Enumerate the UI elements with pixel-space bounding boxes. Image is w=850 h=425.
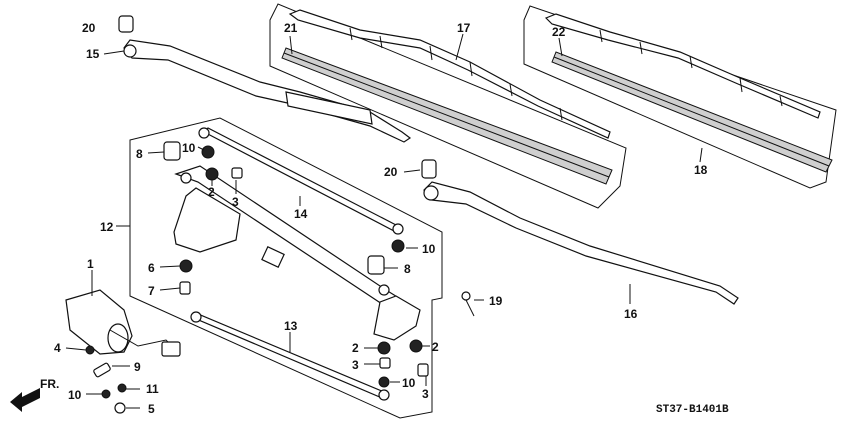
callout-2: 2	[432, 340, 439, 354]
wiper-blade-17	[288, 9, 611, 139]
callout-7: 7	[148, 284, 155, 298]
callout-20: 20	[82, 21, 96, 35]
collar-7	[179, 281, 191, 295]
callout-10: 10	[402, 376, 416, 390]
collar-3c	[417, 363, 429, 377]
callout-5: 5	[148, 402, 155, 416]
callout-labels: 20 15 21 17 22 18 10 8 2 3 20 14 12 10 8…	[54, 21, 708, 416]
blade-assembly-17-group	[269, 3, 627, 209]
callout-3: 3	[352, 358, 359, 372]
motor-bracket-9	[93, 362, 111, 378]
blade-assembly-18-group	[523, 5, 837, 189]
collar-3a	[231, 167, 243, 179]
callout-3: 3	[422, 387, 429, 401]
linkage-box-12-group	[129, 117, 443, 419]
bolt-19	[461, 291, 475, 317]
arm-nut-cap-20a	[118, 15, 134, 33]
callout-4: 4	[54, 341, 61, 355]
callout-17: 17	[457, 21, 471, 35]
callout-11: 11	[146, 382, 159, 396]
nut-11	[117, 383, 127, 393]
pivot-cap-8a	[163, 141, 181, 161]
arm-nut-cap-20b	[421, 159, 437, 179]
motor-connector	[161, 341, 181, 357]
pivot-bracket-right	[373, 295, 421, 341]
bushing-2a	[205, 167, 219, 181]
nut-4	[85, 345, 95, 355]
callout-13: 13	[284, 319, 298, 333]
callout-15: 15	[86, 47, 100, 61]
callout-2: 2	[208, 185, 215, 199]
callout-10: 10	[422, 242, 436, 256]
direction-label: FR.	[40, 377, 59, 391]
callout-22: 22	[552, 25, 566, 39]
cap-5	[114, 402, 126, 414]
callout-9: 9	[134, 360, 141, 374]
nut-10a	[201, 145, 215, 159]
callout-10: 10	[68, 388, 82, 402]
wiper-arm-16	[423, 181, 739, 305]
wiper-arm-16-group	[423, 181, 739, 305]
nut-10b	[391, 239, 405, 253]
callout-8: 8	[136, 147, 143, 161]
wiper-arm-15-group	[123, 39, 412, 143]
callout-12: 12	[100, 220, 114, 234]
pivot-bracket-left	[173, 187, 241, 253]
callout-19: 19	[489, 294, 503, 308]
bushing-6	[179, 259, 193, 273]
callout-3: 3	[232, 195, 239, 209]
callout-14: 14	[294, 207, 308, 221]
pivot-cap-8b	[367, 255, 385, 275]
diagram-code: ST37-B1401B	[656, 404, 729, 416]
callout-2: 2	[352, 341, 359, 355]
bushing-2c	[409, 339, 423, 353]
wiper-rubber-refill-21	[281, 47, 613, 185]
callout-10: 10	[182, 141, 196, 155]
callout-21: 21	[284, 21, 298, 35]
leader-lines	[65, 33, 703, 409]
callout-1: 1	[87, 257, 94, 271]
bushing-2b	[377, 341, 391, 355]
callout-8: 8	[404, 262, 411, 276]
wiper-motor-group	[65, 289, 181, 414]
callout-16: 16	[624, 307, 638, 321]
callout-6: 6	[148, 261, 155, 275]
front-direction-arrow: FR.	[10, 377, 59, 412]
nut-10d	[101, 389, 111, 399]
collar-3b	[379, 357, 391, 369]
wiper-blade-18	[544, 13, 821, 119]
callout-20: 20	[384, 165, 398, 179]
nut-10c	[378, 376, 390, 388]
callout-18: 18	[694, 163, 708, 177]
